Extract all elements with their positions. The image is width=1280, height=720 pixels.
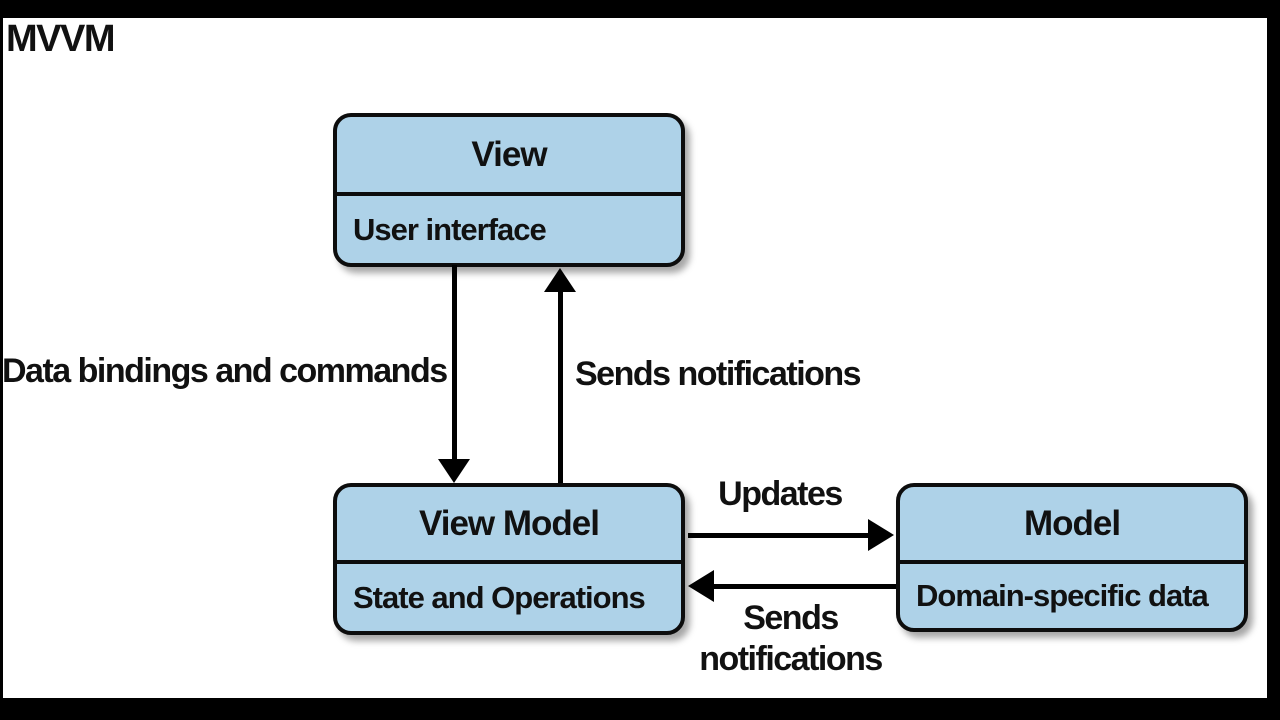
node-model: Model Domain-specific data	[896, 483, 1248, 632]
letterbox-right	[1267, 0, 1280, 720]
arrow-model-to-viewmodel-head	[688, 570, 714, 602]
edge-label-sends-notifications-up: Sends notifications	[575, 355, 862, 393]
node-view-model-subtitle: State and Operations	[337, 560, 681, 631]
letterbox-top	[0, 0, 1280, 18]
node-view-model: View Model State and Operations	[333, 483, 685, 635]
node-view-title: View	[471, 134, 547, 174]
edge-label-sends-notifications-return: Sends notifications	[699, 599, 883, 679]
arrow-viewmodel-to-model-line	[688, 533, 872, 538]
letterbox-bottom	[0, 698, 1280, 720]
node-view-subtitle: User interface	[337, 192, 681, 263]
letterbox-left	[0, 0, 3, 720]
arrow-view-to-viewmodel-line	[452, 265, 457, 461]
arrow-view-to-viewmodel-head	[438, 459, 470, 483]
node-model-subtitle: Domain-specific data	[900, 560, 1244, 628]
edge-label-updates: Updates	[718, 475, 843, 513]
arrow-viewmodel-to-view-line	[558, 291, 563, 483]
diagram-title: MVVM	[6, 18, 116, 60]
edge-label-data-bindings: Data bindings and commands	[2, 352, 448, 390]
arrow-model-to-viewmodel-line	[712, 584, 896, 589]
node-view-model-title: View Model	[419, 503, 600, 543]
arrow-viewmodel-to-model-head	[868, 519, 894, 551]
node-model-title: Model	[1023, 503, 1121, 543]
node-view: View User interface	[333, 113, 685, 267]
arrow-viewmodel-to-view-head	[544, 268, 576, 292]
